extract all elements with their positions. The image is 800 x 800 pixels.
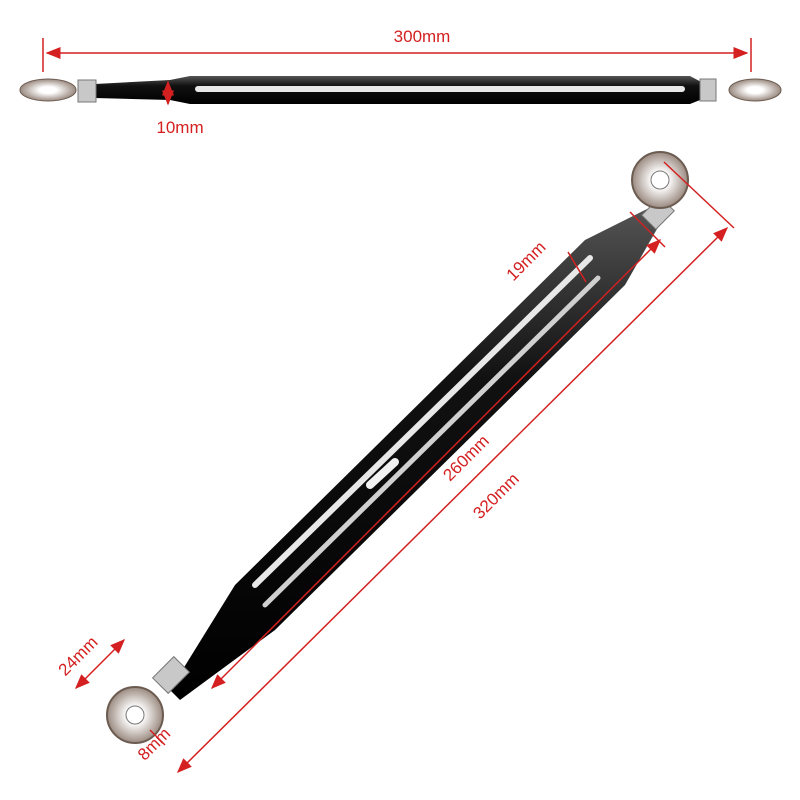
- diagonal-dimensions: [74, 161, 735, 774]
- top-length-dimension: 300mm: [42, 27, 752, 72]
- eye-diameter-label-24: 24mm: [55, 633, 102, 680]
- slot-width-label-19: 19mm: [503, 238, 550, 285]
- thickness-label: 10mm: [156, 118, 203, 137]
- length-label-300: 300mm: [394, 27, 451, 46]
- thickness-dimension: 10mm: [156, 80, 204, 137]
- diagonal-rod: [106, 151, 689, 744]
- top-rod: [19, 76, 782, 104]
- total-length-label-320: 320mm: [469, 469, 523, 523]
